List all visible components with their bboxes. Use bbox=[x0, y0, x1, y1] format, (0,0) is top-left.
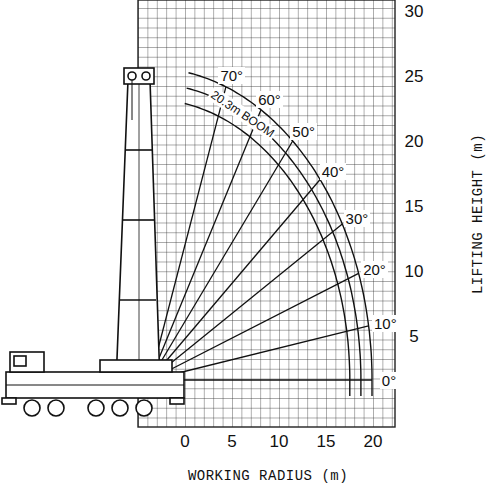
grid bbox=[138, 0, 395, 427]
crane bbox=[2, 68, 184, 416]
wheel bbox=[112, 400, 128, 416]
boom-section bbox=[123, 219, 154, 221]
outrigger bbox=[2, 398, 16, 404]
angle-label: 40° bbox=[320, 163, 347, 180]
height-tick: 20 bbox=[405, 133, 424, 150]
sheave bbox=[142, 72, 150, 80]
radius-tick: 20 bbox=[364, 433, 383, 450]
wheel bbox=[48, 400, 64, 416]
hook-rope bbox=[132, 80, 133, 120]
body-line bbox=[6, 385, 184, 386]
boom-column bbox=[116, 80, 160, 384]
angle-ray bbox=[150, 110, 261, 380]
radius-tick: 0 bbox=[180, 433, 189, 450]
angle-ray bbox=[150, 141, 293, 380]
boom-head bbox=[124, 68, 154, 84]
cab-window bbox=[14, 356, 26, 366]
height-tick: 15 bbox=[405, 198, 424, 215]
wheel bbox=[136, 400, 152, 416]
angle-label: 0° bbox=[380, 372, 398, 389]
boom-center bbox=[139, 84, 140, 380]
radius-tick: 15 bbox=[317, 433, 336, 450]
angle-ray bbox=[150, 224, 342, 380]
sheave bbox=[128, 72, 136, 80]
carrier-body bbox=[6, 372, 184, 398]
angle-label: 70° bbox=[218, 67, 245, 84]
height-tick: 30 bbox=[405, 3, 424, 20]
cab bbox=[10, 352, 44, 372]
axis-title: LIFTING HEIGHT (m) bbox=[471, 134, 485, 294]
height-tick: 25 bbox=[405, 68, 424, 85]
height-tick: 10 bbox=[405, 263, 424, 280]
wheel bbox=[88, 400, 104, 416]
angle-ray bbox=[150, 87, 226, 380]
angle-label: 60° bbox=[256, 91, 283, 108]
radius-tick: 5 bbox=[227, 433, 236, 450]
wheel bbox=[24, 400, 40, 416]
angle-label: 10° bbox=[372, 315, 399, 332]
boom-section bbox=[120, 299, 156, 301]
grid-frame bbox=[138, 0, 395, 427]
outrigger bbox=[170, 398, 184, 404]
angle-label: 20° bbox=[361, 261, 388, 278]
axis-title: WORKING RADIUS (m) bbox=[188, 469, 348, 483]
angle-label: 30° bbox=[344, 210, 371, 227]
angle-label: 50° bbox=[290, 123, 317, 140]
boom-arc bbox=[185, 104, 350, 397]
radius-tick: 10 bbox=[270, 433, 289, 450]
turntable bbox=[100, 360, 172, 372]
height-tick: 5 bbox=[409, 328, 418, 345]
boom-section bbox=[125, 149, 152, 151]
